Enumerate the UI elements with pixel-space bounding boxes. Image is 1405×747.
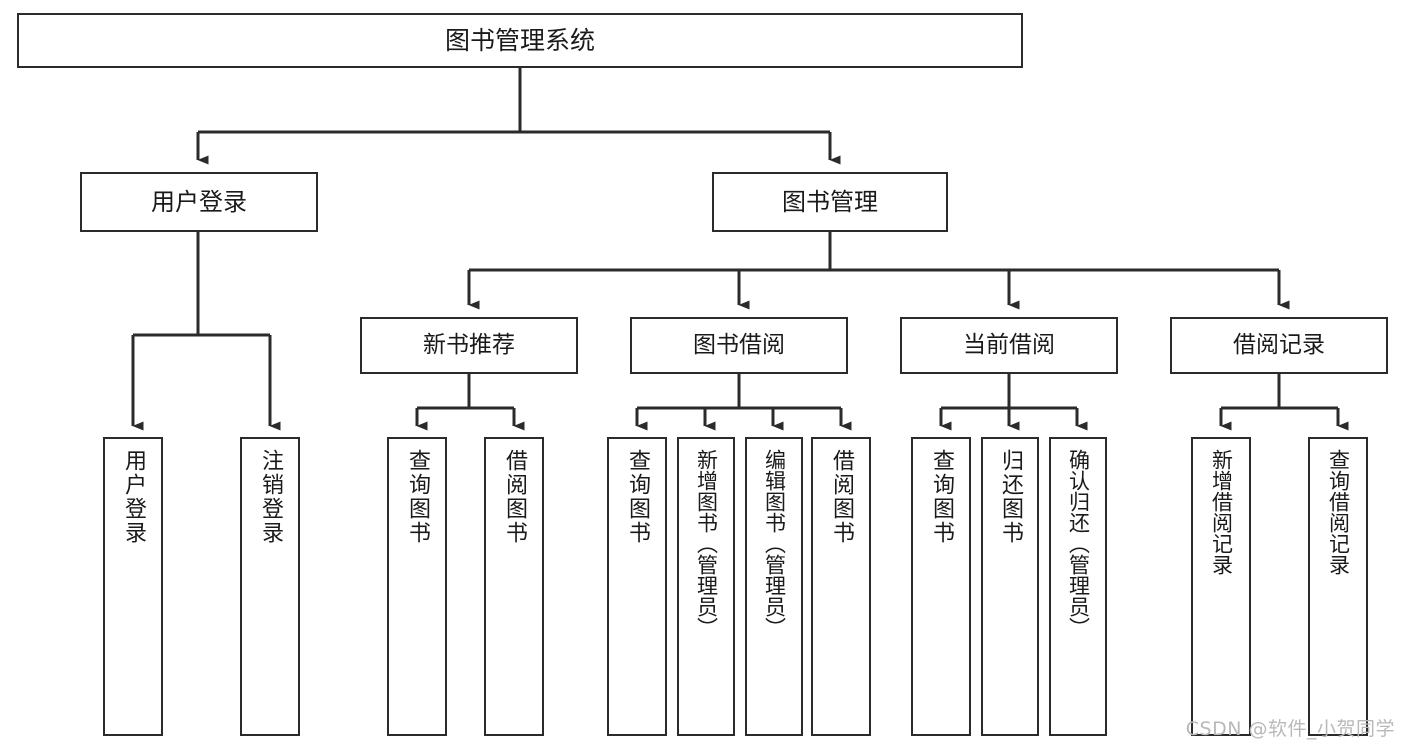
node-label: 编辑图书（管理员）	[762, 449, 787, 638]
node-label: 新增借阅记录	[1209, 449, 1234, 575]
node-label: 查询图书	[929, 449, 954, 545]
node-leaf-user-login[interactable]: 用户登录	[103, 437, 163, 736]
node-leaf-confirm-return-admin[interactable]: 确认归还（管理员）	[1049, 437, 1107, 736]
node-label: 用户登录	[151, 187, 247, 216]
node-leaf-add-book-admin[interactable]: 新增图书（管理员）	[677, 437, 735, 736]
watermark: CSDN @软件_小贺同学	[1185, 718, 1395, 740]
node-label: 图书管理系统	[444, 25, 595, 55]
node-label: 查询图书	[625, 449, 650, 545]
node-label: 新书推荐	[423, 331, 515, 358]
node-label: 借阅记录	[1233, 331, 1325, 358]
node-borrow-record[interactable]: 借阅记录	[1170, 317, 1388, 374]
node-leaf-query-book-borrow[interactable]: 查询图书	[607, 437, 667, 736]
node-leaf-query-book-recommend[interactable]: 查询图书	[387, 437, 447, 736]
node-label: 查询图书	[405, 449, 430, 545]
node-leaf-edit-book-admin[interactable]: 编辑图书（管理员）	[745, 437, 803, 736]
node-root-book-management-system[interactable]: 图书管理系统	[17, 13, 1023, 68]
node-leaf-borrow-book[interactable]: 借阅图书	[811, 437, 871, 736]
node-label: 新增图书（管理员）	[694, 449, 719, 638]
node-label: 图书管理	[782, 187, 878, 216]
node-leaf-return-book[interactable]: 归还图书	[981, 437, 1039, 736]
node-label: 查询借阅记录	[1326, 449, 1351, 575]
node-label: 注销登录	[258, 449, 283, 545]
node-label: 用户登录	[121, 449, 146, 545]
node-leaf-logout[interactable]: 注销登录	[240, 437, 300, 736]
node-new-book-recommend[interactable]: 新书推荐	[360, 317, 578, 374]
node-leaf-query-borrow-record[interactable]: 查询借阅记录	[1308, 437, 1368, 736]
node-label: 图书借阅	[693, 331, 785, 358]
node-label: 当前借阅	[963, 331, 1055, 358]
node-user-login[interactable]: 用户登录	[80, 172, 318, 232]
node-book-management[interactable]: 图书管理	[712, 172, 948, 232]
node-label: 借阅图书	[829, 449, 854, 545]
node-label: 确认归还（管理员）	[1066, 449, 1091, 638]
node-leaf-query-book-current[interactable]: 查询图书	[911, 437, 971, 736]
node-label: 借阅图书	[502, 449, 527, 545]
node-current-borrow[interactable]: 当前借阅	[900, 317, 1118, 374]
node-leaf-borrow-book-recommend[interactable]: 借阅图书	[484, 437, 544, 736]
node-label: 归还图书	[998, 449, 1023, 545]
node-book-borrow[interactable]: 图书借阅	[630, 317, 848, 374]
node-leaf-add-borrow-record[interactable]: 新增借阅记录	[1191, 437, 1251, 736]
